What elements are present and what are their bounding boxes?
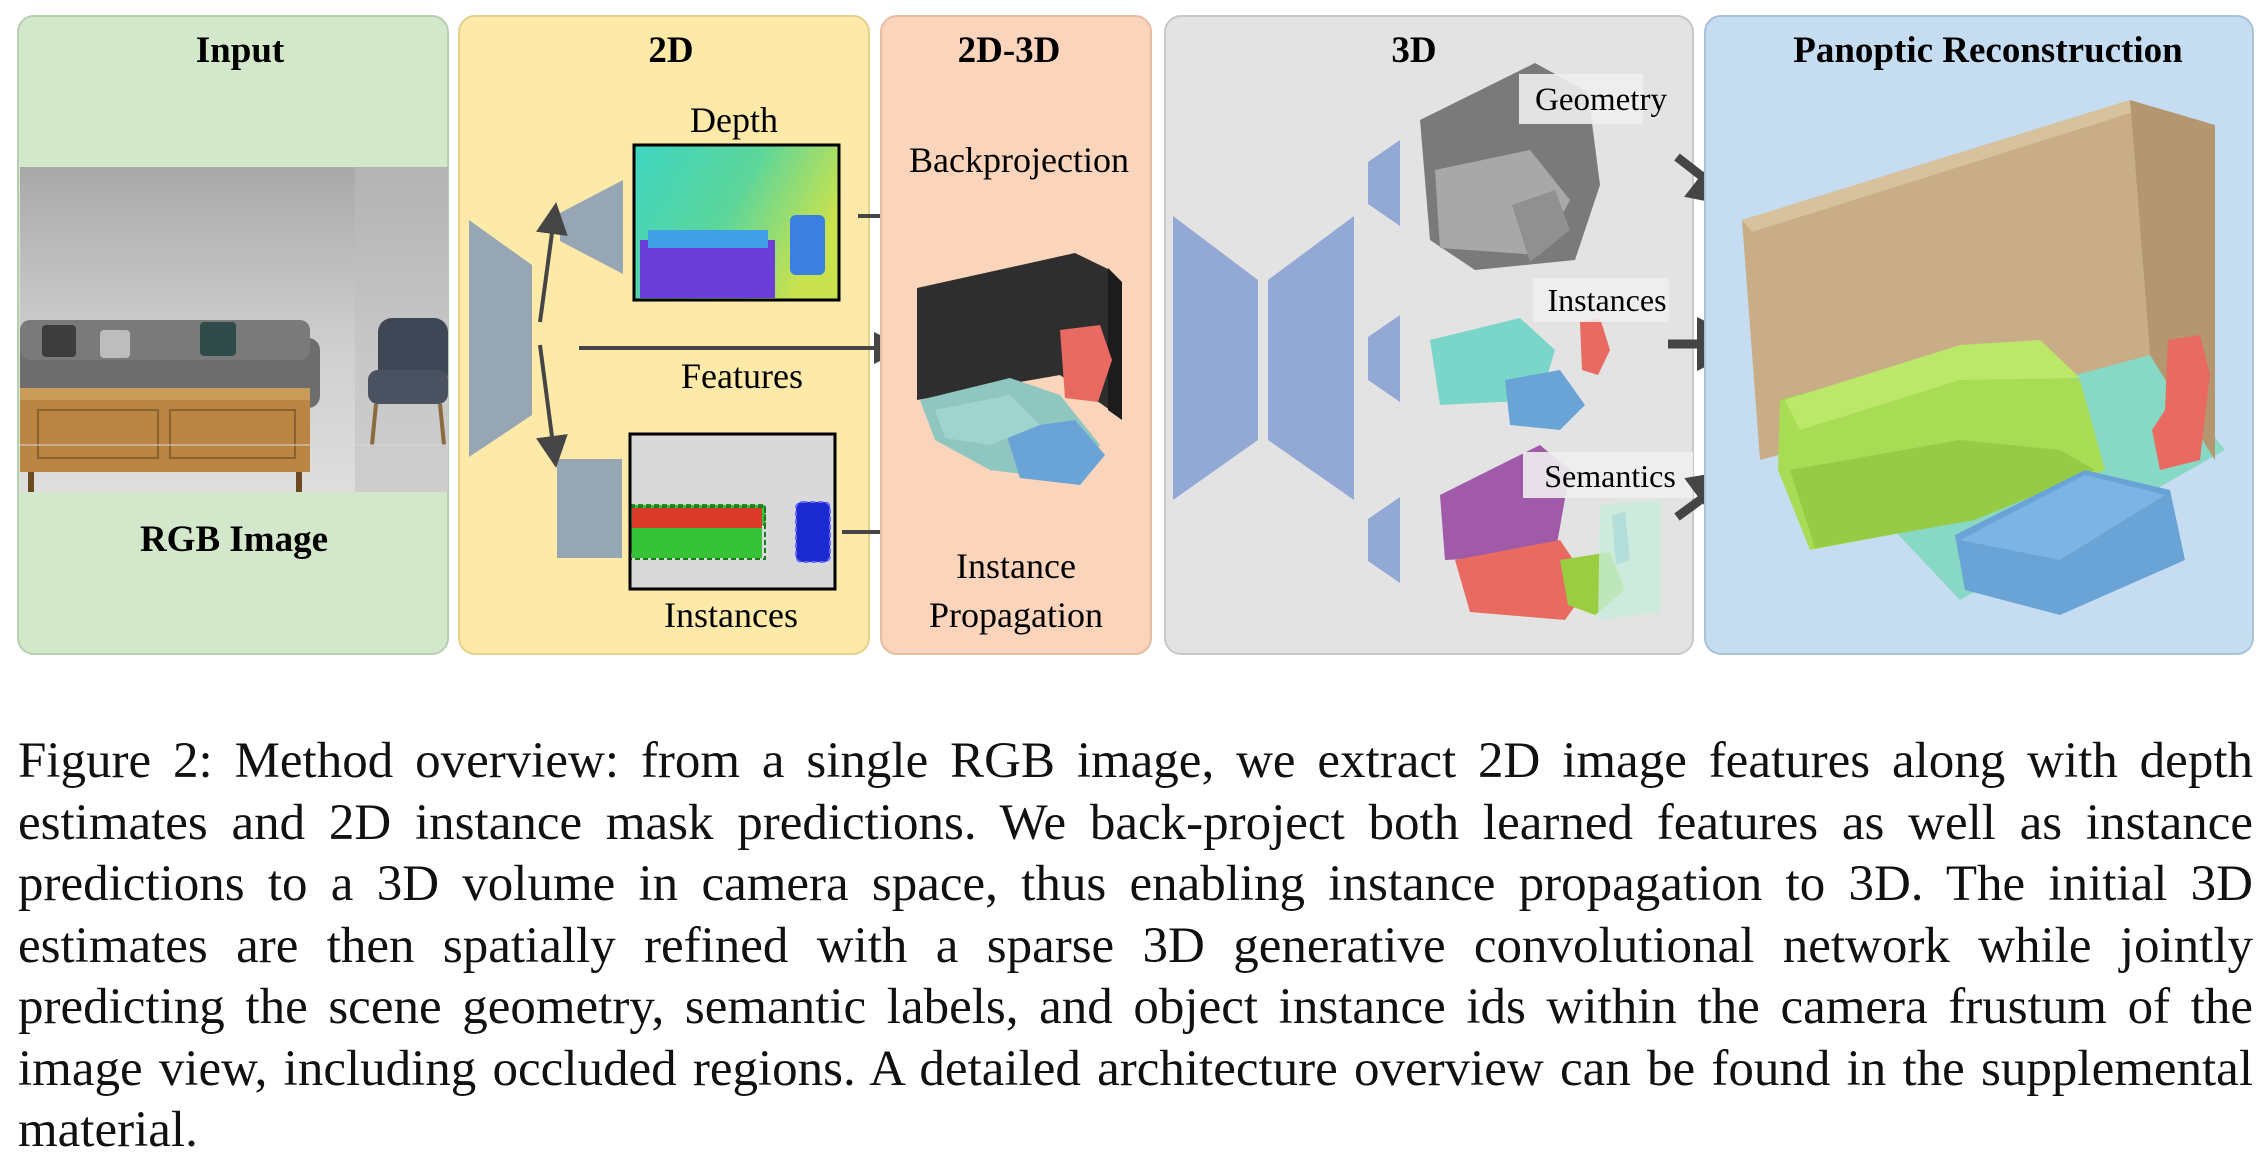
features-label: Features [681, 356, 803, 396]
figure-caption: Figure 2: Method overview: from a single… [18, 733, 2253, 1158]
instance-decoder-shape [557, 459, 622, 558]
2d-3d-panel: 2D-3D Backprojection Instance Propagatio… [880, 15, 1152, 655]
semantics-output-image [1440, 445, 1660, 620]
instances-2d-label: Instances [664, 595, 798, 635]
backprojected-volume [917, 253, 1122, 485]
instance-masks-image [628, 432, 837, 591]
panoptic-reconstruction-image [1742, 100, 2225, 615]
instances-output-image [1430, 318, 1610, 430]
backprojection-label: Backprojection [909, 140, 1129, 180]
3d-encoder-shape [1173, 216, 1258, 500]
3d-panel: 3D Geometry Instances [1164, 15, 1694, 655]
3d-head-geometry-shape [1368, 140, 1400, 226]
depth-map-image [632, 143, 841, 302]
2d-panel-title: 2D [648, 30, 693, 71]
2d-panel: 2D Depth Features Instances [458, 15, 870, 655]
input-panel: Input RGB Image [17, 15, 449, 655]
propagation-label-line2: Propagation [929, 595, 1103, 635]
depth-label: Depth [690, 100, 778, 140]
depth-decoder-shape [560, 180, 623, 274]
geometry-label-box [1519, 74, 1643, 124]
3d-head-instances-shape [1368, 315, 1400, 402]
3d-decoder-shape [1268, 216, 1354, 500]
2d-3d-panel-title: 2D-3D [958, 30, 1061, 71]
panoptic-panel: Panoptic Reconstruction [1704, 15, 2254, 655]
instances-3d-label: Instances [1547, 282, 1666, 318]
2d-encoder-shape [469, 220, 532, 457]
geometry-label: Geometry [1535, 82, 1667, 118]
arrow-encoder-to-depth [536, 202, 568, 323]
rgb-image [20, 167, 448, 492]
method-overview-figure: Input RGB Image 2D [17, 15, 2254, 655]
panoptic-panel-title: Panoptic Reconstruction [1793, 30, 2183, 71]
input-panel-title: Input [196, 30, 285, 71]
input-panel-caption: RGB Image [140, 519, 328, 560]
instances-3d-label-box [1533, 278, 1669, 322]
semantics-label: Semantics [1544, 458, 1676, 494]
arrow-encoder-to-instances [536, 344, 568, 468]
semantics-label-box [1523, 452, 1693, 498]
3d-panel-title: 3D [1391, 30, 1436, 71]
3d-head-semantics-shape [1368, 497, 1400, 583]
propagation-label-line1: Instance [956, 546, 1076, 586]
